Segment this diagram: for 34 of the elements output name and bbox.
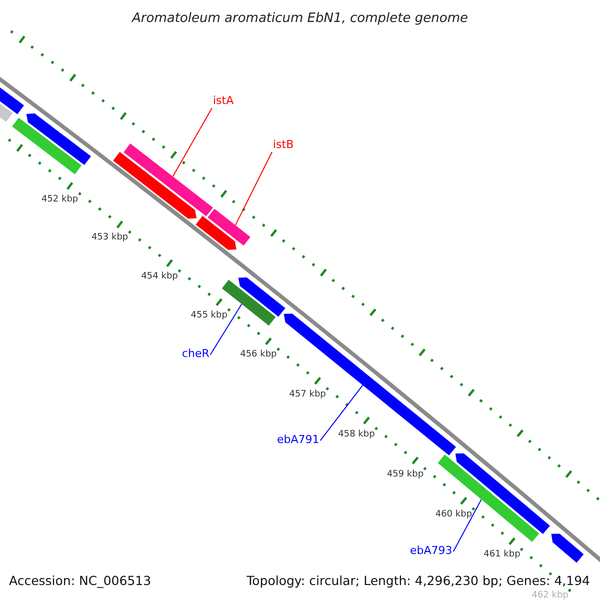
tick-label: 461 kbp [484,550,520,560]
tick-label: 452 kbp [41,196,78,205]
tick-label: 454 kbp [141,272,178,282]
gene-block [196,216,236,250]
leader-line [452,498,482,552]
gene-label: ebA793 [410,545,452,556]
gene-label: ebA791 [277,434,320,445]
tick-label: 462 kbp [532,592,568,600]
leader-line [172,108,212,177]
leader-line [210,304,242,356]
leader-line [320,384,364,442]
tick-label: 457 kbp [289,390,326,400]
gene-block [455,453,550,534]
gene-block [208,208,250,246]
footer-text: Accession: NC_006513 [7,575,154,588]
tick-label: 453 kbp [91,234,128,243]
gene-block [113,152,197,219]
tick-label: 458 kbp [338,430,375,440]
gene-block [438,454,540,542]
gene-block [26,113,91,165]
leader-line [234,152,272,226]
gene-block [238,277,286,317]
gene-label: cheR [182,348,210,359]
gene-block [12,118,82,174]
tick-label: 460 kbp [435,510,472,520]
tick-label: 456 kbp [240,350,277,360]
footer-text: Topology: circular; Length: 4,296,230 bp; Genes: 4,194 [244,575,592,588]
title: Aromatoleum aromaticum EbN1, complete genome [132,11,468,26]
gene-label: istB [273,139,294,150]
tick-label: 455 kbp [190,312,228,321]
tick-label: 459 kbp [386,470,424,480]
gene-block [551,534,584,563]
gene-label: istA [213,95,234,106]
gene-block [124,144,213,216]
